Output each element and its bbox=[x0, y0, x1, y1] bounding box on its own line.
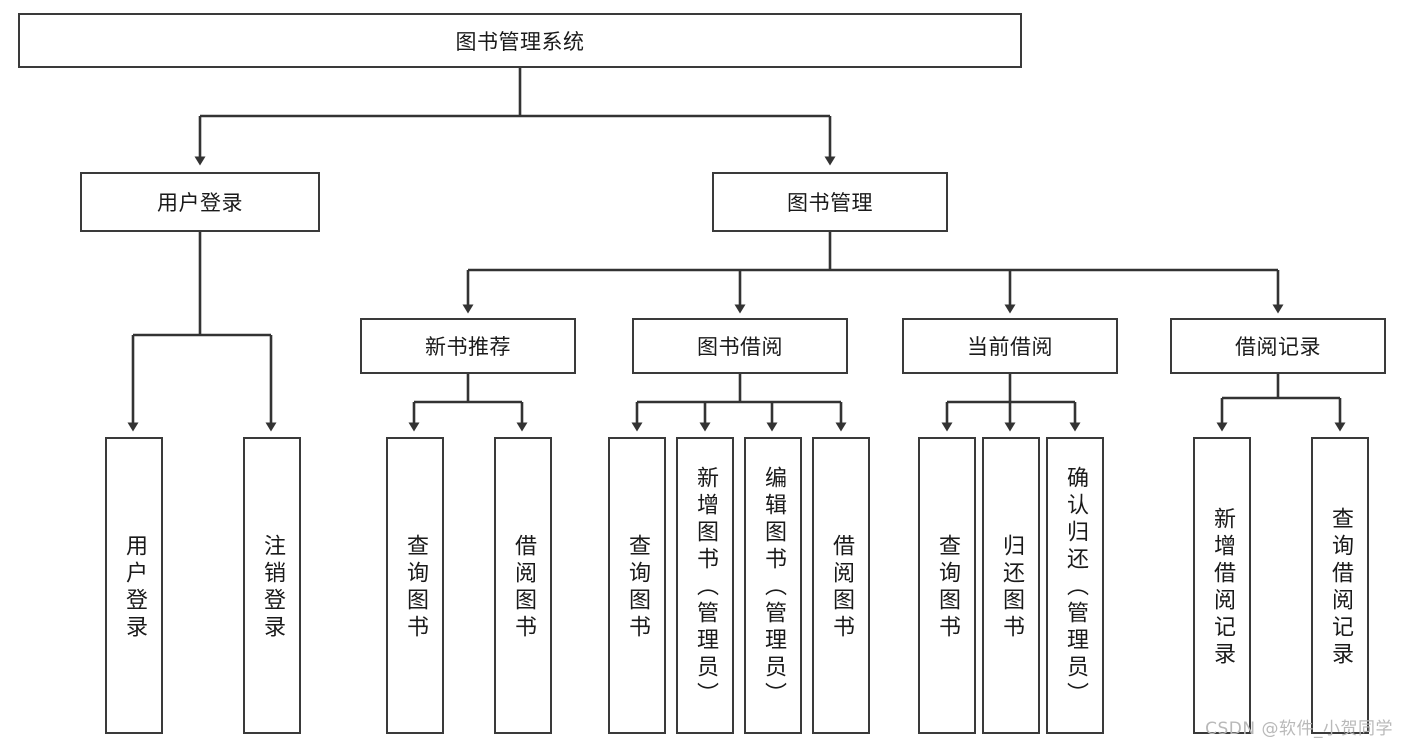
node-label: 新增图书（管理员） bbox=[693, 466, 718, 709]
leaf-book-borrow-borrow-book[interactable]: 借阅图书 bbox=[812, 437, 870, 734]
leaf-user-login-login[interactable]: 用户登录 bbox=[105, 437, 163, 734]
leaf-current-borrow-return-book[interactable]: 归还图书 bbox=[982, 437, 1040, 734]
leaf-book-borrow-edit-book-admin[interactable]: 编辑图书（管理员） bbox=[744, 437, 802, 734]
node-book-management[interactable]: 图书管理 bbox=[712, 172, 948, 232]
leaf-borrow-record-add-record[interactable]: 新增借阅记录 bbox=[1193, 437, 1251, 734]
node-borrow-record[interactable]: 借阅记录 bbox=[1170, 318, 1386, 374]
node-label: 归还图书 bbox=[999, 533, 1024, 642]
leaf-current-borrow-confirm-return-admin[interactable]: 确认归还（管理员） bbox=[1046, 437, 1104, 734]
leaf-new-book-query-book[interactable]: 查询图书 bbox=[386, 437, 444, 734]
node-label: 新增借阅记录 bbox=[1210, 506, 1235, 669]
node-user-login[interactable]: 用户登录 bbox=[80, 172, 320, 232]
leaf-current-borrow-query-book[interactable]: 查询图书 bbox=[918, 437, 976, 734]
node-label: 图书管理系统 bbox=[455, 29, 585, 54]
leaf-borrow-record-query-record[interactable]: 查询借阅记录 bbox=[1311, 437, 1369, 734]
node-label: 当前借阅 bbox=[967, 335, 1053, 359]
node-label: 注销登录 bbox=[260, 533, 285, 642]
node-label: 借阅图书 bbox=[829, 533, 854, 642]
node-label: 查询图书 bbox=[625, 533, 650, 642]
node-label: 图书借阅 bbox=[697, 335, 783, 359]
node-new-book-recommend[interactable]: 新书推荐 bbox=[360, 318, 576, 374]
node-label: 图书管理 bbox=[787, 191, 873, 215]
leaf-book-borrow-query-book[interactable]: 查询图书 bbox=[608, 437, 666, 734]
node-label: 新书推荐 bbox=[425, 335, 511, 359]
node-book-borrow[interactable]: 图书借阅 bbox=[632, 318, 848, 374]
leaf-new-book-borrow-book[interactable]: 借阅图书 bbox=[494, 437, 552, 734]
leaf-book-borrow-add-book-admin[interactable]: 新增图书（管理员） bbox=[676, 437, 734, 734]
node-label: 确认归还（管理员） bbox=[1063, 466, 1088, 709]
leaf-user-login-logout[interactable]: 注销登录 bbox=[243, 437, 301, 734]
node-label: 用户登录 bbox=[157, 191, 243, 215]
node-label: 借阅记录 bbox=[1235, 335, 1321, 359]
node-label: 编辑图书（管理员） bbox=[761, 466, 786, 709]
node-root-book-management-system[interactable]: 图书管理系统 bbox=[18, 13, 1022, 68]
node-label: 查询借阅记录 bbox=[1328, 506, 1353, 669]
node-label: 借阅图书 bbox=[511, 533, 536, 642]
node-label: 查询图书 bbox=[935, 533, 960, 642]
watermark: CSDN @软件_小贺同学 bbox=[1205, 719, 1393, 739]
node-current-borrow[interactable]: 当前借阅 bbox=[902, 318, 1118, 374]
node-label: 用户登录 bbox=[122, 533, 147, 642]
node-label: 查询图书 bbox=[403, 533, 428, 642]
